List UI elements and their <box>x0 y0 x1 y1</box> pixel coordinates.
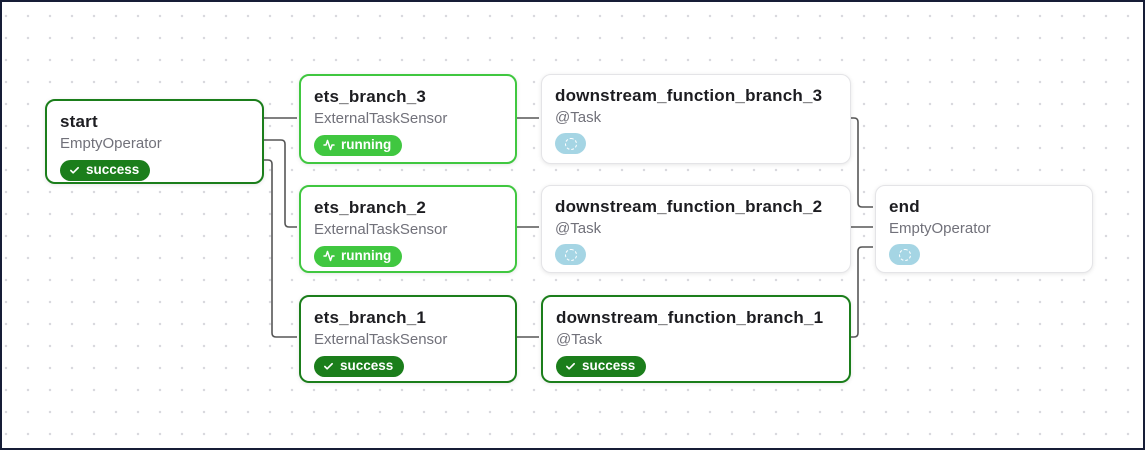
task-node-downstream-function-branch-3[interactable]: downstream_function_branch_3 @Task <box>541 74 851 164</box>
status-label: running <box>341 137 392 152</box>
task-node-start[interactable]: start EmptyOperator success <box>45 99 264 184</box>
task-title: ets_branch_1 <box>314 308 427 327</box>
task-title: downstream_function_branch_3 <box>555 86 823 105</box>
edge-dfb1-end <box>849 246 873 338</box>
activity-icon <box>323 250 335 262</box>
task-node-downstream-function-branch-2[interactable]: downstream_function_branch_2 @Task <box>541 185 851 273</box>
task-operator-label: @Task <box>555 109 602 126</box>
task-operator-label: EmptyOperator <box>60 135 162 152</box>
task-operator-label: @Task <box>556 331 603 348</box>
edge-start-ets1 <box>262 159 297 338</box>
status-label: success <box>582 358 636 373</box>
no-status-icon <box>898 248 911 261</box>
task-operator-label: ExternalTaskSensor <box>314 331 448 348</box>
task-title: ets_branch_3 <box>314 87 427 106</box>
task-title: start <box>60 112 98 131</box>
status-badge-no-status <box>555 133 586 154</box>
task-title: downstream_function_branch_1 <box>556 308 824 327</box>
no-status-icon <box>564 248 577 261</box>
task-title: end <box>889 197 920 216</box>
task-operator-label: ExternalTaskSensor <box>314 110 448 127</box>
task-operator-label: ExternalTaskSensor <box>314 221 448 238</box>
check-icon <box>69 165 80 176</box>
activity-icon <box>323 139 335 151</box>
task-operator-label: EmptyOperator <box>889 220 991 237</box>
status-badge-no-status <box>889 244 920 265</box>
task-node-downstream-function-branch-1[interactable]: downstream_function_branch_1 @Task succe… <box>541 295 851 383</box>
status-badge-success: success <box>556 356 647 377</box>
task-node-ets-branch-3[interactable]: ets_branch_3 ExternalTaskSensor running <box>299 74 517 164</box>
status-badge-no-status <box>555 244 586 265</box>
no-status-icon <box>564 137 577 150</box>
status-badge-success: success <box>314 356 405 377</box>
edge-start-ets2 <box>262 139 297 228</box>
task-operator-label: @Task <box>555 220 602 237</box>
task-title: downstream_function_branch_2 <box>555 197 823 216</box>
task-node-ets-branch-1[interactable]: ets_branch_1 ExternalTaskSensor success <box>299 295 517 383</box>
status-label: success <box>86 162 140 177</box>
status-badge-running: running <box>314 246 403 267</box>
check-icon <box>323 361 334 372</box>
edge-dfb3-end <box>849 117 873 208</box>
status-label: running <box>341 248 392 263</box>
task-node-ets-branch-2[interactable]: ets_branch_2 ExternalTaskSensor running <box>299 185 517 273</box>
status-badge-running: running <box>314 135 403 156</box>
task-node-end[interactable]: end EmptyOperator <box>875 185 1093 273</box>
status-badge-success: success <box>60 160 151 181</box>
task-title: ets_branch_2 <box>314 198 427 217</box>
status-label: success <box>340 358 394 373</box>
check-icon <box>565 361 576 372</box>
